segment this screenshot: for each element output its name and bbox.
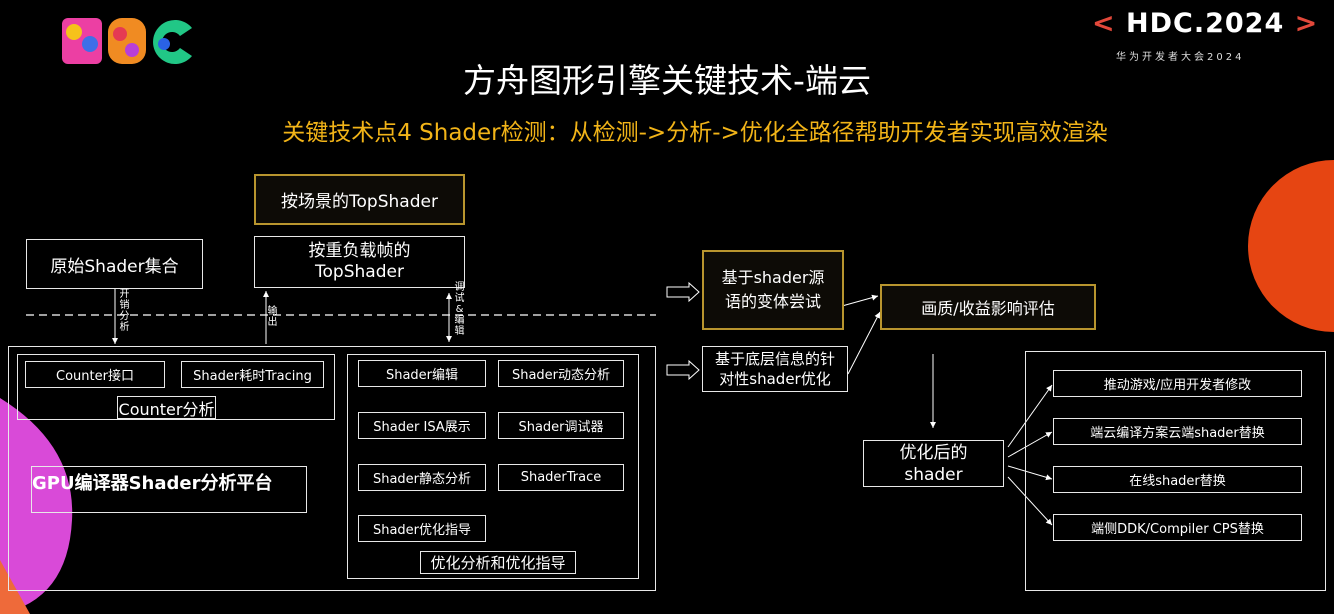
variant-try-line1: 基于shader源 bbox=[721, 268, 825, 287]
arrow-to-outcome-1 bbox=[1007, 384, 1053, 448]
original-shader-set-box: 原始Shader集合 bbox=[26, 239, 203, 289]
brand-bracket-right: > bbox=[1294, 8, 1319, 39]
optimization-group bbox=[347, 354, 639, 579]
quality-evaluation-label: 画质/收益影响评估 bbox=[921, 299, 1055, 318]
opt-item-shader-edit-label: Shader编辑 bbox=[385, 368, 459, 383]
opt-item-isa-display: Shader ISA展示 bbox=[358, 412, 486, 439]
heavy-frame-line1: 按重负载帧的 bbox=[308, 241, 411, 261]
orange-half-circle-decoration bbox=[1248, 160, 1334, 332]
magenta-curve-decoration bbox=[0, 398, 73, 614]
outcome-3: 在线shader替换 bbox=[1053, 466, 1302, 493]
brand-subtitle: 华为开发者大会2024 bbox=[1116, 52, 1245, 63]
quality-evaluation-box: 画质/收益影响评估 bbox=[880, 284, 1096, 330]
outcome-1-label: 推动游戏/应用开发者修改 bbox=[1103, 378, 1252, 393]
edge-label-cost-analysis: 开销分析 bbox=[119, 289, 130, 333]
optimized-shader-box: 优化后的 shader bbox=[863, 440, 1004, 487]
hdc-logo bbox=[62, 18, 192, 64]
opt-item-shader-trace-label: ShaderTrace bbox=[520, 470, 602, 485]
brand-name: HDC.2024 bbox=[1126, 8, 1285, 39]
counter-group-label-text: Counter分析 bbox=[118, 399, 215, 419]
opt-item-isa-display-label: Shader ISA展示 bbox=[373, 420, 471, 435]
arrow-targeted-to-eval bbox=[847, 311, 881, 375]
arrow-to-outcome-3 bbox=[1007, 465, 1053, 481]
optimized-line2: shader bbox=[904, 464, 963, 485]
arrow-variant-to-eval bbox=[841, 294, 879, 307]
opt-item-shader-edit: Shader编辑 bbox=[358, 360, 486, 387]
targeted-opt-line1: 基于底层信息的针 bbox=[714, 350, 835, 368]
optimized-line1: 优化后的 bbox=[899, 442, 968, 463]
edge-label-debug-edit: 调试&编辑 bbox=[454, 282, 465, 337]
outcome-4: 端侧DDK/Compiler CPS替换 bbox=[1053, 514, 1302, 541]
opt-item-static-analysis: Shader静态分析 bbox=[358, 464, 486, 491]
platform-title-box: GPU编译器Shader分析平台 bbox=[31, 466, 307, 513]
outcome-4-label: 端侧DDK/Compiler CPS替换 bbox=[1091, 522, 1264, 537]
platform-title: GPU编译器Shader分析平台 bbox=[32, 473, 273, 494]
optimization-group-label: 优化分析和优化指导 bbox=[420, 551, 576, 574]
page-subtitle: 关键技术点4 Shader检测：从检测->分析->优化全路径帮助开发者实现高效渲… bbox=[282, 120, 1108, 146]
scene-top-shader-label: 按场景的TopShader bbox=[281, 192, 438, 212]
counter-item-2-label: Shader耗时Tracing bbox=[193, 369, 312, 384]
variant-try-line2: 语的变体尝试 bbox=[724, 292, 821, 311]
counter-item-1-label: Counter接口 bbox=[56, 369, 134, 384]
opt-item-dynamic-analysis: Shader动态分析 bbox=[498, 360, 624, 387]
opt-item-optimization-guide: Shader优化指导 bbox=[358, 515, 486, 542]
outcome-2-label: 端云编译方案云端shader替换 bbox=[1090, 426, 1265, 441]
variant-try-box: 基于shader源 语的变体尝试 bbox=[702, 250, 844, 330]
page-title: 方舟图形引擎关键技术-端云 bbox=[463, 61, 871, 100]
arrow-to-outcome-4 bbox=[1007, 476, 1053, 526]
original-shader-set-label: 原始Shader集合 bbox=[50, 256, 179, 277]
opt-item-shader-trace: ShaderTrace bbox=[498, 464, 624, 491]
counter-group bbox=[17, 354, 335, 420]
outcome-1: 推动游戏/应用开发者修改 bbox=[1053, 370, 1302, 397]
brand-bracket-left: < bbox=[1092, 8, 1116, 39]
opt-item-optimization-guide-label: Shader优化指导 bbox=[372, 523, 472, 538]
optimization-group-label-text: 优化分析和优化指导 bbox=[430, 554, 566, 572]
outcome-3-label: 在线shader替换 bbox=[1129, 474, 1226, 489]
orange-corner-decoration bbox=[0, 560, 30, 614]
opt-item-static-analysis-label: Shader静态分析 bbox=[372, 472, 472, 487]
edge-label-output: 输出 bbox=[267, 306, 278, 328]
targeted-opt-line2: 对性shader优化 bbox=[719, 370, 831, 388]
heavy-frame-top-shader-box: 按重负载帧的 TopShader bbox=[254, 236, 465, 288]
outcomes-container bbox=[1025, 351, 1326, 591]
counter-item-2: Shader耗时Tracing bbox=[181, 361, 324, 388]
counter-item-1: Counter接口 bbox=[25, 361, 165, 388]
heavy-frame-line2: TopShader bbox=[315, 262, 404, 282]
arrow-to-outcome-2 bbox=[1007, 431, 1053, 458]
opt-item-debugger: Shader调试器 bbox=[498, 412, 624, 439]
counter-group-label: Counter分析 bbox=[117, 396, 216, 419]
hollow-arrow-2 bbox=[666, 359, 700, 381]
brand-logo: < HDC.2024 > bbox=[1092, 8, 1318, 39]
targeted-optimization-box: 基于底层信息的针 对性shader优化 bbox=[702, 346, 848, 392]
scene-top-shader-box: 按场景的TopShader bbox=[254, 174, 465, 225]
opt-item-debugger-label: Shader调试器 bbox=[518, 420, 604, 435]
opt-item-dynamic-analysis-label: Shader动态分析 bbox=[511, 368, 611, 383]
analysis-platform-container bbox=[8, 346, 656, 591]
outcome-2: 端云编译方案云端shader替换 bbox=[1053, 418, 1302, 445]
hollow-arrow-1 bbox=[666, 281, 700, 303]
